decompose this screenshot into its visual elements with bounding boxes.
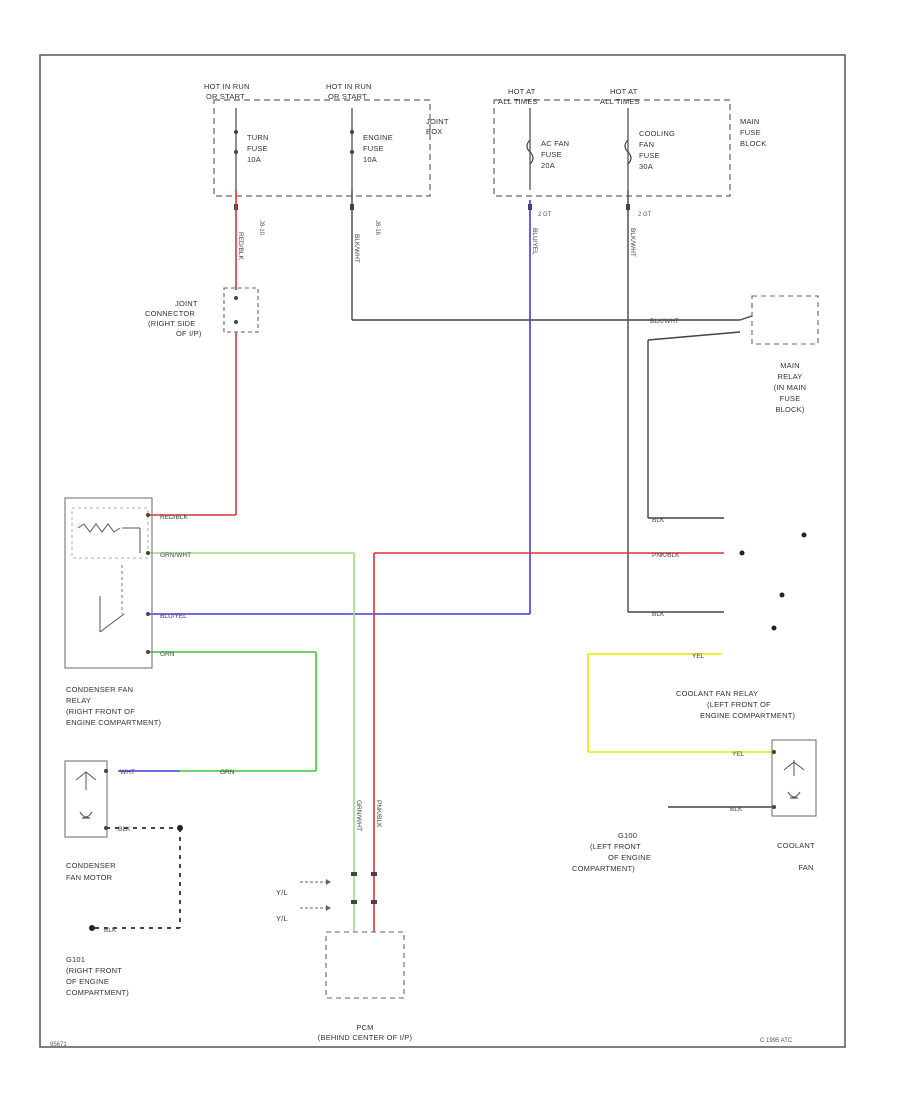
wire-label-pnk-blk: PNK/BLK [652, 552, 680, 559]
wire-label-blk-cooling: BLK [652, 611, 665, 618]
coolant-fan-relay [739, 532, 807, 631]
main-fuse-block [493, 99, 731, 197]
wire-red-blk [150, 190, 237, 516]
wire-grn-wht [150, 552, 355, 932]
wire-label-wht: WHT [120, 769, 135, 776]
wire-label-grn-wht: GRN/WHT [160, 552, 191, 559]
wire-label-grn-motor: GRN [220, 769, 235, 776]
wire-label-vert-red: RED/BLK [237, 232, 244, 260]
wire-label-grn: GRN [160, 651, 175, 658]
wire-grn [150, 651, 317, 772]
wire-label-blk-ground: BLK [730, 806, 743, 813]
main-relay [751, 295, 819, 345]
pcm-input-arrows: Y/L Y/L [276, 879, 331, 923]
wire-blk-wht-relay [647, 331, 741, 519]
wire-label-red-blk: RED/BLK [160, 514, 188, 521]
wire-blk-g101 [92, 827, 181, 929]
terminal-markers [234, 204, 630, 210]
connector-2gt-a: 2 GT [538, 212, 552, 218]
pcm [325, 931, 405, 999]
pcm-wire-connectors [351, 872, 377, 904]
wire-label-blu-yel: BLU/YEL [160, 613, 187, 620]
wire-label-pcm-left: GRN/WHT [355, 800, 362, 831]
splice-dot [177, 825, 183, 831]
connector-2gt-b: 2 GT [638, 212, 652, 218]
wire-label-blk-wht-relay: BLK [652, 517, 665, 524]
coolant-fan-motor [771, 739, 817, 817]
wire-blk-wht-main [351, 190, 753, 321]
pcm-label: PCM(BEHIND CENTER OF I/P) [318, 1023, 413, 1042]
wire-label-blk-g101: BLK [104, 927, 117, 934]
joint-box [213, 99, 431, 197]
wire-yel [587, 653, 772, 753]
footer-right-id: C 1995 ATC [760, 1038, 793, 1044]
wire-blu-yel [150, 200, 531, 615]
wire-label-yel-fan: YEL [732, 751, 745, 758]
wire-blk-wht-cooling [627, 190, 724, 613]
diagram-frame [39, 54, 846, 1048]
wire-pnk-blk [373, 552, 724, 932]
g101-ground-dot [89, 925, 95, 931]
connector-j8-10: J8-10 [258, 220, 264, 236]
svg-text:Y/L: Y/L [276, 914, 288, 923]
wire-label-yel: YEL [692, 653, 705, 660]
wire-label-vert-blk2: BLK/WHT [629, 228, 636, 257]
svg-text:Y/L: Y/L [276, 888, 288, 897]
wire-label-vert-blk: BLK/WHT [353, 234, 360, 263]
wire-label-blk-wht-main: BLK/WHT [650, 318, 679, 325]
joint-connector [223, 287, 259, 333]
condenser-fan-relay [64, 497, 153, 669]
connector-j8-16: J8-16 [374, 220, 380, 236]
wire-label-blk-motor: BLK [118, 826, 131, 833]
condenser-fan-motor [64, 760, 108, 838]
wire-label-vert-blu: BLU/YEL [531, 228, 538, 255]
footer-left-id: 95671 [50, 1042, 67, 1048]
wire-label-pcm-right: PNK/BLK [375, 800, 382, 828]
